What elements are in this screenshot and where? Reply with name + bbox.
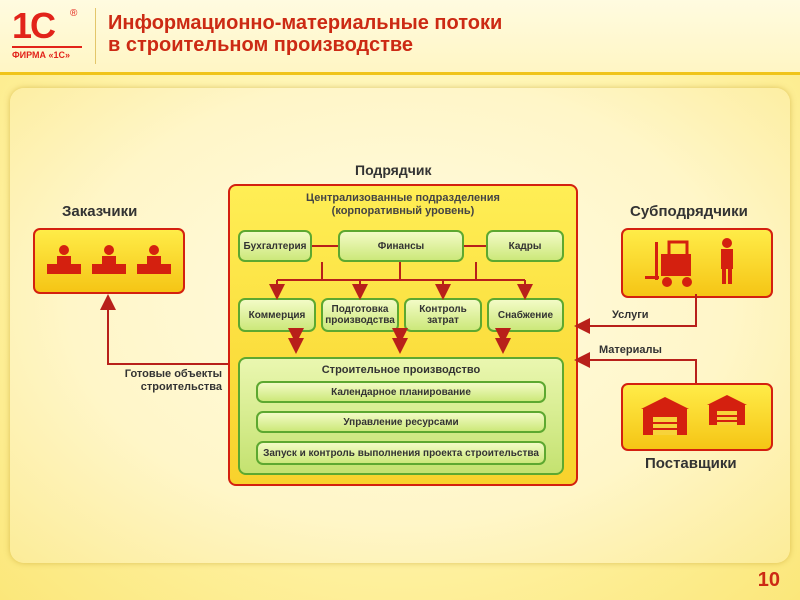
cost-line-2: затрат	[427, 315, 459, 326]
contractor-label: Подрядчик	[355, 162, 432, 178]
person-at-desk-icon	[47, 245, 81, 274]
company-logo: 1С ® ФИРМА «1С»	[10, 6, 88, 66]
page-number: 10	[757, 569, 780, 591]
arrow-finished-objects	[100, 294, 228, 365]
materials-label: Материалы	[599, 344, 662, 356]
header-divider	[95, 8, 96, 64]
services-label: Услуги	[612, 309, 649, 321]
forklift-icon	[645, 240, 692, 287]
person-at-desk-icon	[137, 245, 171, 274]
suppliers-icons	[641, 395, 747, 435]
customers-label: Заказчики	[62, 203, 138, 220]
accounting-box: Бухгалтерия	[238, 230, 312, 262]
calendar-planning-box: Календарное планирование	[256, 381, 546, 403]
page-title: Информационно-материальные потоки в стро…	[108, 12, 708, 56]
subcontractors-box	[621, 228, 773, 298]
header-bar: 1С ® ФИРМА «1С» Информационно-материальн…	[0, 0, 800, 75]
customers-box	[33, 228, 185, 294]
centralized-units-title: Централизованные подразделения (корпорат…	[230, 192, 576, 218]
project-launch-box: Запуск и контроль выполнения проекта стр…	[256, 441, 546, 465]
centralized-line-1: Централизованные подразделения	[306, 192, 500, 204]
logo-underline	[12, 46, 82, 48]
worker-icon	[721, 238, 733, 284]
prep-line-1: Подготовка	[331, 304, 389, 315]
finished-line-2: строительства	[140, 381, 222, 393]
subcontractors-label: Субподрядчики	[630, 203, 748, 220]
logo-mark: 1С	[12, 5, 56, 46]
suppliers-box	[621, 383, 773, 451]
customers-icons	[47, 245, 171, 274]
finished-objects-label: Готовые объекты строительства	[104, 368, 222, 394]
cost-line-1: Контроль	[419, 304, 467, 315]
hr-box: Кадры	[486, 230, 564, 262]
arrow-services	[574, 294, 697, 334]
arrow-materials	[574, 352, 697, 383]
logo-registered: ®	[70, 8, 78, 19]
resource-management-box: Управление ресурсами	[256, 411, 546, 433]
person-at-desk-icon	[92, 245, 126, 274]
title-line-1: Информационно-материальные потоки	[108, 12, 503, 34]
suppliers-label: Поставщики	[645, 455, 737, 472]
prep-line-2: производства	[325, 315, 395, 326]
centralized-line-2: (корпоративный уровень)	[331, 205, 475, 217]
logo-company: ФИРМА «1С»	[12, 50, 71, 60]
subcontractors-icons	[645, 238, 733, 287]
construction-title: Строительное производство	[321, 364, 481, 376]
supply-box: Снабжение	[487, 298, 564, 332]
finished-line-1: Готовые объекты	[124, 368, 222, 380]
warehouse-icon	[641, 397, 689, 435]
title-line-2: в строительном производстве	[108, 34, 414, 56]
warehouse-icon	[707, 395, 747, 425]
finance-box: Финансы	[338, 230, 464, 262]
